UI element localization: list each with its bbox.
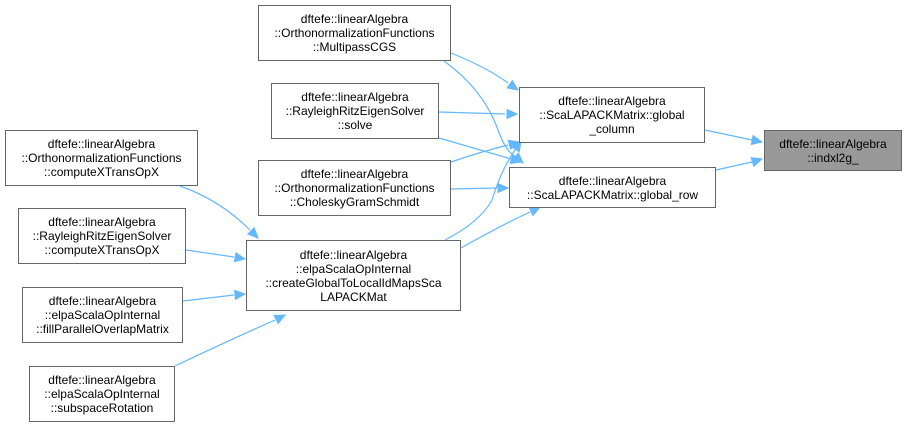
edge-fill-parallel-overlap-to-create-line (182, 294, 235, 302)
edge-global-column-to-indxl2g-arrowhead (750, 134, 764, 146)
node-create-global-to-local-line-1: dftefe::linearAlgebra (299, 247, 408, 262)
edge-create-global-to-local-to-global-column-arrowhead (510, 139, 522, 153)
node-global-column[interactable]: dftefe::linearAlgebra ::ScaLAPACKMatrix:… (519, 87, 705, 143)
node-indxl2g[interactable]: dftefe::linearAlgebra ::indxl2g_ (764, 130, 902, 171)
edge-multipass-cgs-to-global-column (450, 52, 519, 91)
edge-rr-solve-to-global-column-line (438, 111, 506, 115)
node-indxl2g-line-1: dftefe::linearAlgebra (779, 136, 887, 151)
node-fill-parallel-overlap-line-2: ::elpaScalaOpInternal (44, 308, 161, 322)
node-rr-compute-xtransopx-line-1: dftefe::linearAlgebra (48, 215, 156, 229)
node-cholesky-gs-line-3: ::CholeskyGramSchmidt (289, 195, 420, 209)
node-create-global-to-local-line-4: LAPACKMat (320, 289, 387, 304)
node-subspace-rotation[interactable]: dftefe::linearAlgebra ::elpaScalaOpInter… (29, 366, 175, 422)
node-indxl2g-line-2: ::indxl2g_ (807, 150, 859, 165)
edge-rr-solve-to-global-row (438, 137, 523, 165)
node-multipass-cgs-line-3: ::MultipassCGS (312, 40, 397, 54)
edge-global-row-to-indxl2g-arrowhead (750, 156, 764, 168)
edge-orth-compute-xtransopx-to-create (179, 185, 259, 239)
node-rr-compute-xtransopx-line-3: ::computeXTransOpX (44, 243, 160, 257)
node-fill-parallel-overlap-line-1: dftefe::linearAlgebra (48, 294, 157, 308)
edge-subspace-rotation-to-create-line (174, 319, 276, 367)
node-orth-compute-xtransopx-line-3: ::computeXTransOpX (44, 165, 159, 179)
edge-global-column-to-indxl2g (704, 129, 764, 146)
node-subspace-rotation-line-2: ::elpaScalaOpInternal (44, 387, 160, 401)
node-global-row-line-2: ::ScaLAPACKMatrix::global_row (526, 187, 699, 202)
node-multipass-cgs-line-2: ::OrthonormalizationFunctions (274, 26, 435, 40)
edge-subspace-rotation-to-create (174, 314, 287, 367)
edge-cholesky-gs-to-global-row-line (450, 187, 498, 190)
node-multipass-cgs[interactable]: dftefe::linearAlgebra ::Orthonormalizati… (258, 5, 451, 61)
edge-multipass-cgs-to-global-column-arrowhead (506, 79, 519, 91)
edge-create-global-to-local-to-global-column-line (444, 149, 516, 241)
edge-cholesky-gs-to-global-column-line (450, 144, 509, 163)
node-subspace-rotation-line-1: dftefe::linearAlgebra (48, 373, 156, 387)
edge-global-row-to-indxl2g-line (715, 161, 753, 171)
node-global-column-line-2: ::ScaLAPACKMatrix::global (539, 108, 685, 122)
node-rr-compute-xtransopx[interactable]: dftefe::linearAlgebra ::RayleighRitzEige… (18, 208, 186, 264)
edge-create-global-to-local-to-global-column (444, 139, 522, 241)
edge-create-global-to-local-to-global-row-arrowhead (528, 206, 542, 217)
edge-create-global-to-local-to-global-row (460, 206, 542, 249)
node-rr-solve-line-3: ::solve (337, 118, 373, 132)
node-global-row-line-1: dftefe::linearAlgebra (558, 173, 667, 188)
node-global-column-line-3: _column (589, 122, 635, 136)
node-fill-parallel-overlap-line-3: ::fillParallelOverlapMatrix (36, 322, 169, 336)
node-multipass-cgs-line-1: dftefe::linearAlgebra (300, 12, 409, 26)
node-rr-solve[interactable]: dftefe::linearAlgebra ::RayleighRitzEige… (271, 83, 439, 139)
edge-orth-compute-xtransopx-to-create-arrowhead (246, 226, 259, 239)
node-orth-compute-xtransopx-line-1: dftefe::linearAlgebra (47, 137, 156, 151)
edge-rr-compute-xtransopx-to-create-arrowhead (233, 251, 247, 263)
edge-rr-compute-xtransopx-to-create-line (185, 249, 235, 258)
node-rr-compute-xtransopx-line-2: ::RayleighRitzEigenSolver (32, 229, 172, 243)
node-rr-solve-line-2: ::RayleighRitzEigenSolver (285, 104, 425, 118)
edge-orth-compute-xtransopx-to-create-line (179, 185, 251, 231)
edge-cholesky-gs-to-global-row (450, 182, 510, 194)
edge-rr-solve-to-global-row-line (438, 137, 512, 160)
edge-multipass-cgs-to-global-column-line (450, 52, 509, 84)
edge-global-column-to-indxl2g-line (704, 129, 753, 141)
node-orth-compute-xtransopx-line-2: ::OrthonormalizationFunctions (21, 151, 182, 165)
edge-multipass-cgs-to-global-row-line (443, 60, 516, 157)
node-create-global-to-local-line-2: ::elpaScalaOpInternal (295, 261, 412, 276)
edge-rr-solve-to-global-row-arrowhead (509, 153, 523, 165)
node-cholesky-gs-line-1: dftefe::linearAlgebra (300, 167, 409, 181)
edge-fill-parallel-overlap-to-create-arrowhead (234, 289, 247, 301)
edge-create-global-to-local-to-global-row-line (460, 211, 531, 249)
node-global-row[interactable]: dftefe::linearAlgebra ::ScaLAPACKMatrix:… (509, 167, 716, 208)
node-rr-solve-line-1: dftefe::linearAlgebra (301, 90, 409, 104)
node-create-global-to-local-line-3: ::createGlobalToLocalIdMapsSca (265, 275, 442, 290)
edge-global-row-to-indxl2g (715, 156, 764, 171)
node-global-column-line-1: dftefe::linearAlgebra (558, 94, 666, 108)
edge-rr-solve-to-global-column (438, 108, 519, 120)
node-subspace-rotation-line-3: ::subspaceRotation (50, 401, 154, 415)
edge-rr-solve-to-global-column-arrowhead (506, 108, 519, 120)
edge-rr-compute-xtransopx-to-create (185, 249, 247, 263)
node-orth-compute-xtransopx[interactable]: dftefe::linearAlgebra ::Orthonormalizati… (5, 130, 198, 186)
edge-cholesky-gs-to-global-row-arrowhead (497, 182, 510, 194)
edge-subspace-rotation-to-create-arrowhead (273, 314, 287, 325)
node-cholesky-gs[interactable]: dftefe::linearAlgebra ::Orthonormalizati… (258, 160, 451, 216)
node-create-global-to-local[interactable]: dftefe::linearAlgebra ::elpaScalaOpInter… (246, 240, 461, 311)
node-cholesky-gs-line-2: ::OrthonormalizationFunctions (274, 181, 435, 195)
node-fill-parallel-overlap[interactable]: dftefe::linearAlgebra ::elpaScalaOpInter… (22, 287, 183, 343)
edge-fill-parallel-overlap-to-create (182, 289, 247, 302)
